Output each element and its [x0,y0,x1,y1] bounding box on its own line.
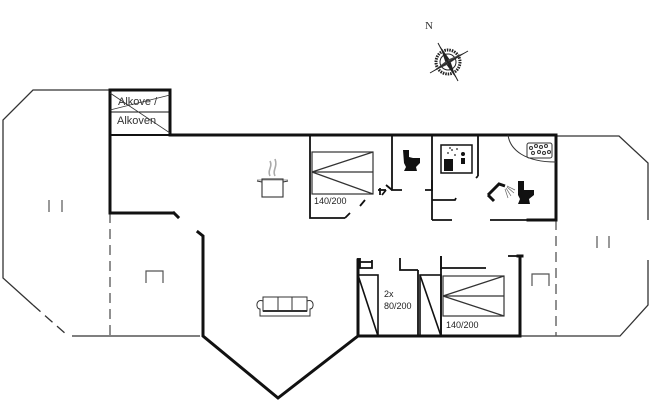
toilet-icon [518,181,534,204]
whirlpool-icon [507,134,557,163]
annex-icon [531,273,550,286]
bedroom-1-bed-size: 140/200 [314,196,347,206]
bedroom-2-bed-size: 80/200 [384,301,412,311]
cooking-pot-icon [256,158,289,198]
bedroom-3-bed-size: 140/200 [446,320,479,330]
alcove [109,89,171,136]
double-bed-icon [442,275,505,317]
sauna-icon [440,144,473,174]
alcove-label-1: Alkove / [118,96,158,108]
annex-icon [145,270,164,283]
terrace-left [2,89,200,337]
toilet-icon [403,150,420,171]
compass-north-label: N [425,20,433,32]
wardrobes [357,274,442,337]
interior-walls [309,135,528,336]
double-bed-icon [311,151,374,195]
compass-rose-icon [429,42,469,82]
walls [108,88,558,400]
terrace-icon [596,236,610,248]
terrace-icon [48,200,63,212]
shower-icon [486,182,516,203]
sofa-icon [256,296,314,317]
alcove-label-2: Alkoven [117,115,156,127]
bedroom-2-bed-count: 2x [384,289,394,299]
terrace-right [520,135,649,337]
